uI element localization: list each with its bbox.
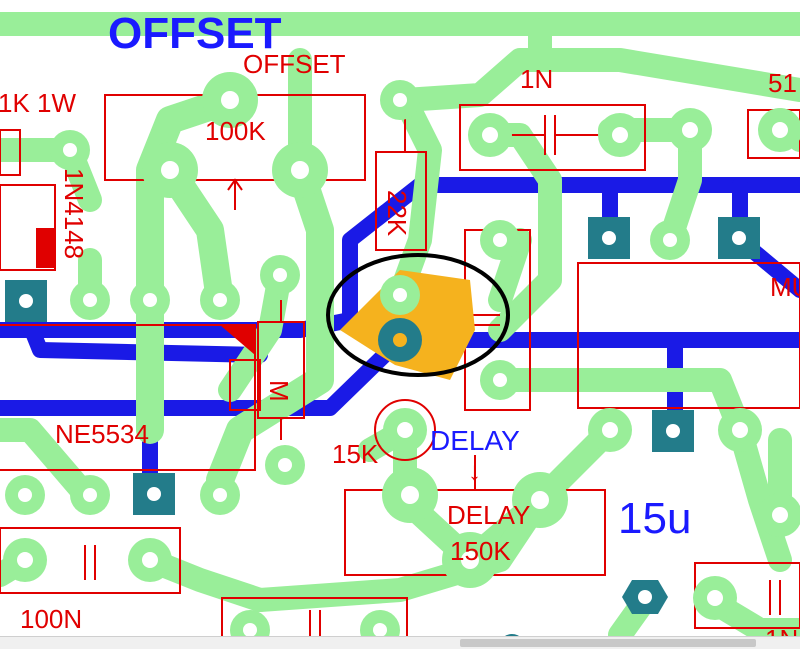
top-ground-trace: [0, 12, 800, 36]
label-ne5534: NE5534: [55, 419, 149, 449]
label-delay: DELAY: [447, 500, 530, 530]
label-1n: 1N: [520, 64, 553, 94]
label-ic-mu: MU: [770, 272, 800, 302]
scrollbar-thumb[interactable]: [460, 639, 756, 647]
label-offset: OFFSET: [243, 49, 346, 79]
label-100n: 100N: [20, 604, 82, 634]
label-51: 51: [768, 68, 797, 98]
highlight-region: [326, 253, 510, 380]
label-diode-m: M: [264, 380, 294, 402]
bottom-pads: [5, 217, 760, 648]
horizontal-scrollbar[interactable]: [0, 636, 800, 649]
highlight-ring: [326, 253, 510, 377]
label-offset-top: OFFSET: [108, 9, 282, 58]
label-diode: 1N4148: [59, 168, 89, 259]
label-100k: 100K: [205, 116, 266, 146]
top-layer-traces: [0, 18, 800, 647]
label-150k: 150K: [450, 536, 511, 566]
label-delay-arrow: ↓: [468, 456, 481, 486]
label-15k: 15K: [332, 439, 379, 469]
label-15u: 15u: [618, 494, 691, 543]
pin1-marker: [220, 325, 255, 355]
label-22k: 22K: [382, 190, 412, 237]
diode-band: [36, 228, 54, 268]
label-1k-1w: 1K 1W: [0, 88, 76, 118]
label-delay-blue: DELAY: [430, 425, 520, 456]
